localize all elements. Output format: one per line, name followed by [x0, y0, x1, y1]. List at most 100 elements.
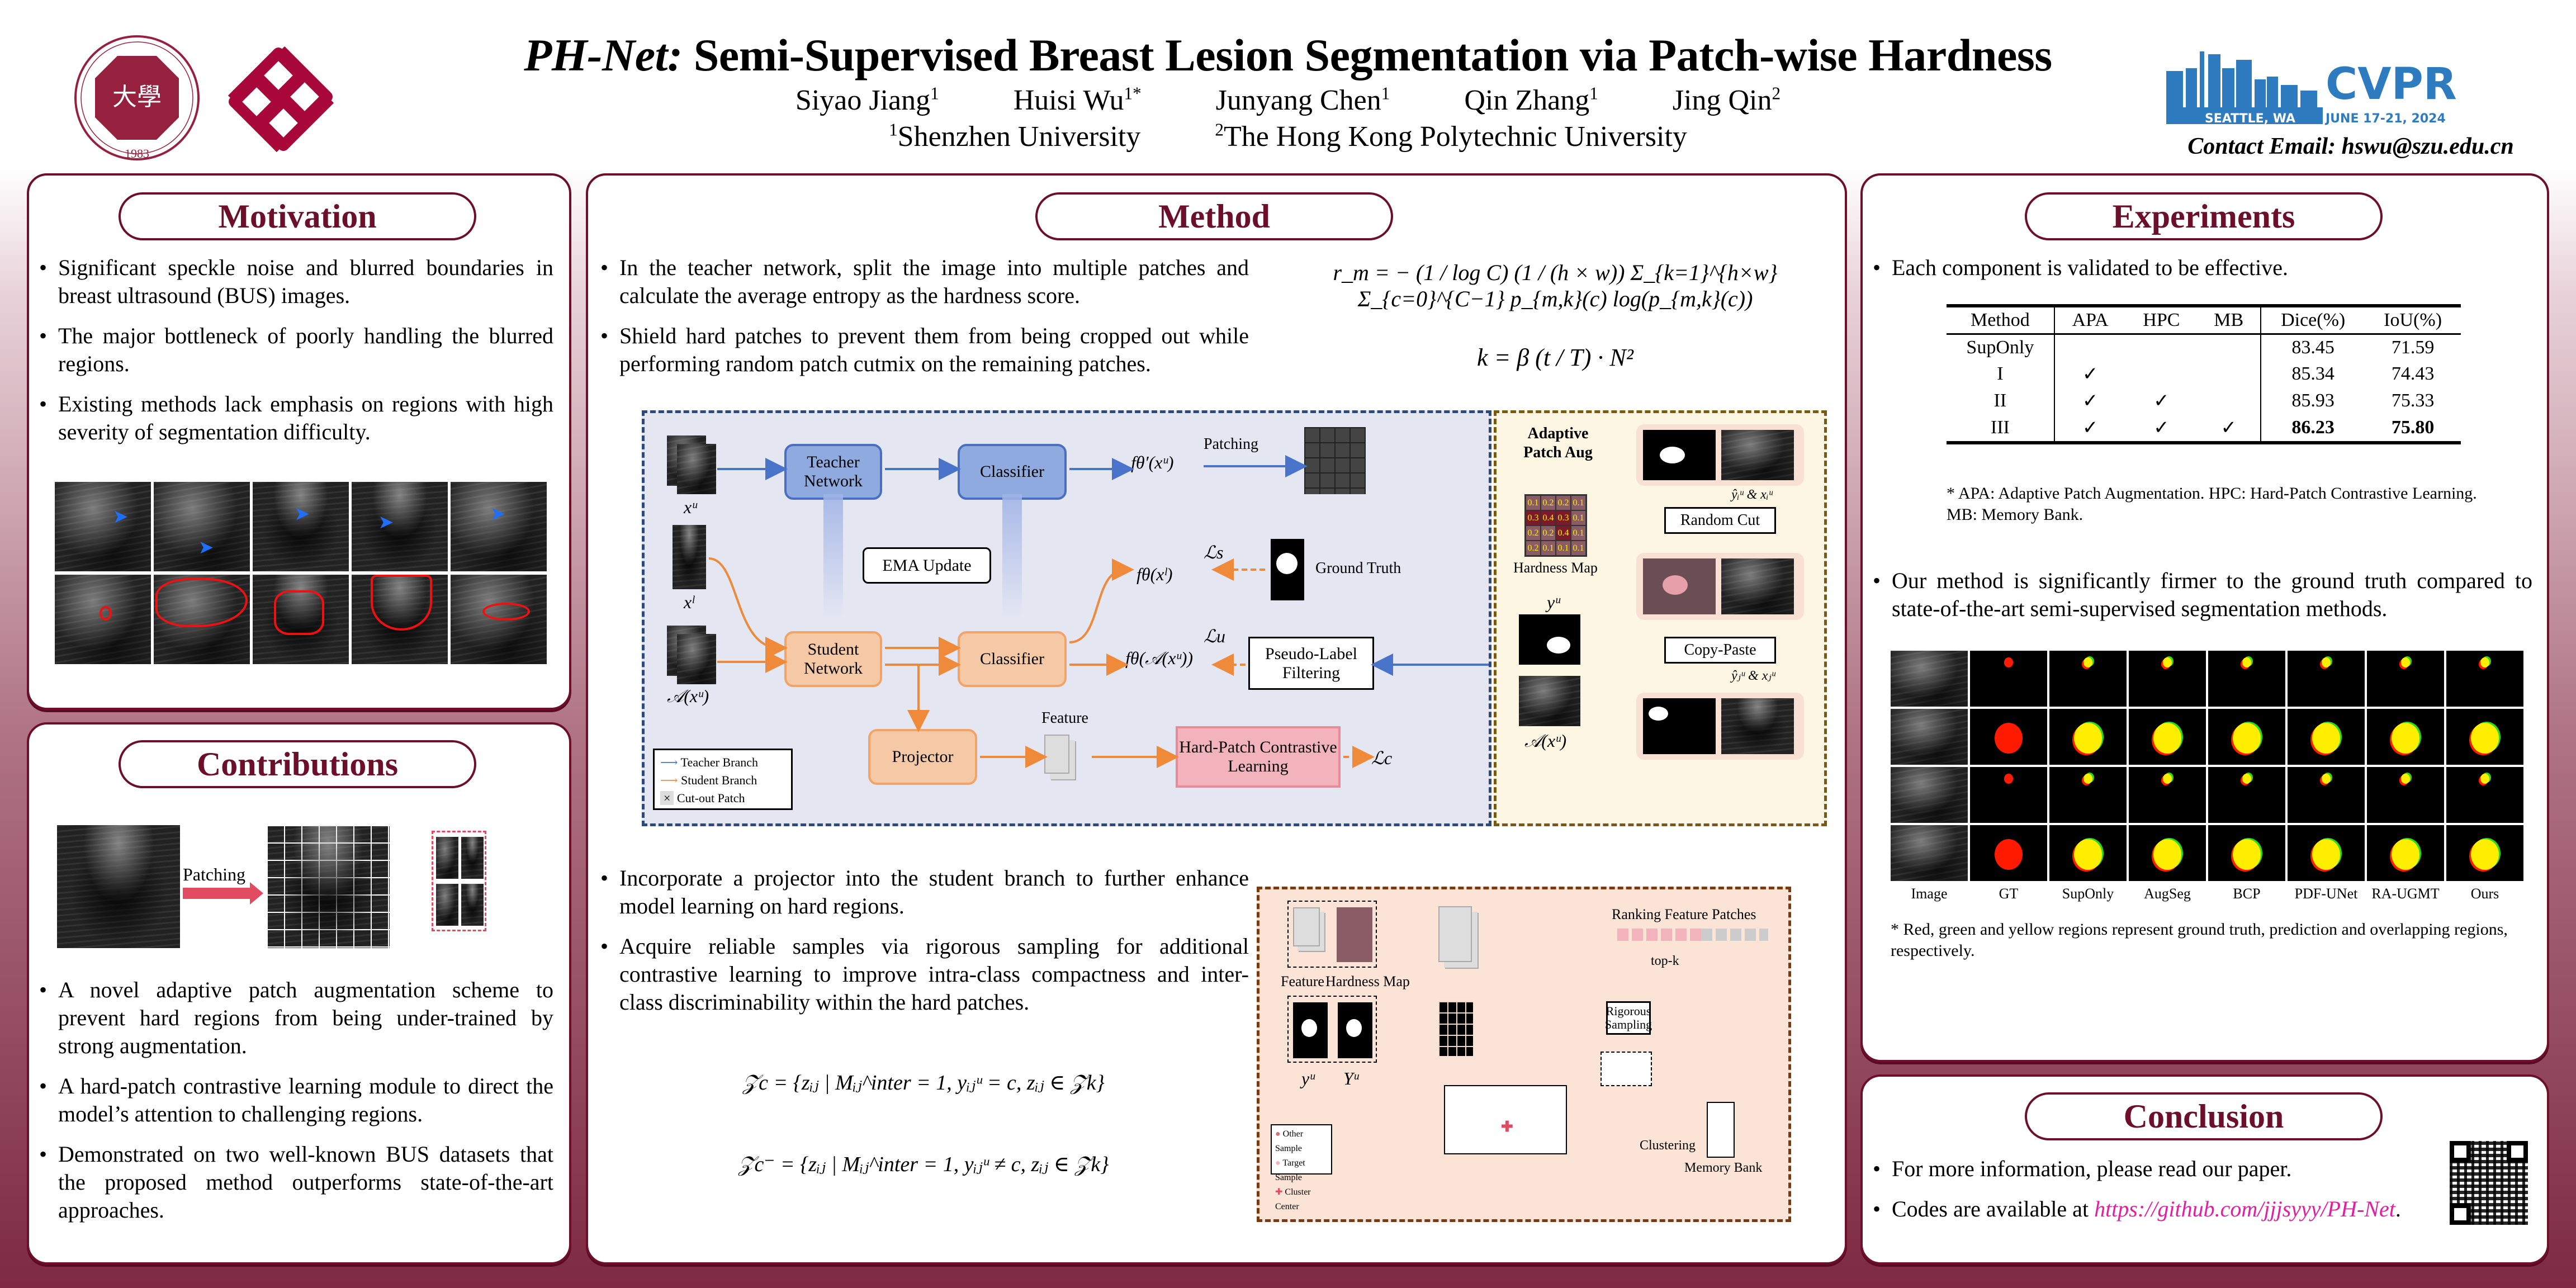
bullet: Significant speckle noise and blurred bo… [39, 254, 553, 310]
segmentation-result [2049, 825, 2127, 881]
lesion-mask [2153, 723, 2181, 754]
svg-text:大學: 大學 [112, 83, 162, 111]
motivation-panel: Motivation Significant speckle noise and… [27, 173, 571, 710]
feature-hardness-group [1287, 901, 1377, 968]
legend-student: ⟶ Student Branch [660, 773, 757, 787]
column-label: BCP [2233, 886, 2261, 902]
svg-text:SEATTLE, WA: SEATTLE, WA [2205, 112, 2295, 126]
segmentation-result [1970, 651, 2047, 707]
top-patches [1617, 929, 1701, 941]
svg-text:CVPR: CVPR [2326, 59, 2457, 110]
contact-email[interactable]: Contact Email: hswu@szu.edu.cn [2187, 134, 2514, 159]
loss-u-label: ℒu [1204, 626, 1226, 646]
ultrasound-image [55, 482, 151, 571]
bullet: Demonstrated on two well-known BUS datas… [39, 1140, 553, 1224]
author: Jing Qin2 [1672, 83, 1781, 116]
hpcl-diagram: Feature Hardness Map Ranking Feature Pat… [1257, 887, 1791, 1222]
author: Junyang Chen1 [1215, 83, 1390, 116]
ultrasound-image [154, 482, 250, 571]
experiments-bullet-2: Our method is significantly firmer to th… [1873, 567, 2532, 635]
cluster-center-icon: ✚ [1501, 1119, 1513, 1135]
col-header: Dice(%) [2281, 310, 2346, 330]
lesion-mask [2233, 839, 2261, 870]
segmentation-result [2288, 651, 2365, 707]
ranking-label: Ranking Feature Patches [1612, 906, 1756, 922]
legend-cluster-center: ✚ Cluster Center [1275, 1187, 1311, 1211]
blue-arrow-icon: ➤ [199, 538, 214, 557]
experiments-bullet-1: Each component is validated to be effect… [1873, 254, 2532, 294]
author: Siyao Jiang1 [795, 83, 939, 116]
student-classifier-box: Classifier [958, 631, 1067, 687]
cvpr-logo: SEATTLE, WA CVPR JUNE 17-21, 2024 [2166, 51, 2457, 126]
qr-finder [2507, 1141, 2528, 1162]
legend-other-sample: ● Other Sample [1275, 1129, 1304, 1153]
apa-title: Adaptive Patch Aug [1523, 425, 1593, 461]
ultrasound-image [1891, 825, 1968, 881]
clustering-label: Clustering [1640, 1138, 1696, 1153]
ultrasound-image [253, 575, 349, 664]
col-header: MB [2197, 306, 2262, 334]
yi-xi-label: ŷᵢᵘ & xᵢᵘ [1731, 487, 1773, 502]
lesion-contour [482, 603, 530, 621]
patched-ultrasound-image [267, 825, 390, 948]
svg-text:1983: 1983 [125, 146, 149, 160]
github-link[interactable]: https://github.com/jjjsyyy/PH-Net [2094, 1196, 2395, 1221]
ultrasound-image [253, 482, 349, 571]
ground-truth-mask [1271, 539, 1304, 600]
segmentation-result [2208, 651, 2285, 707]
ultrasound-image [1891, 767, 1968, 823]
hardness-cell: 0.1 [1571, 541, 1586, 556]
teacher-output-label: fθ′(xᵘ) [1131, 452, 1174, 472]
ultrasound-image [57, 825, 180, 948]
affiliation: 1Shenzhen University [889, 120, 1141, 153]
lesion-mask [2471, 723, 2499, 754]
bullet: Existing methods lack emphasis on region… [39, 390, 553, 446]
qr-finder [2450, 1141, 2471, 1162]
segmentation-result [1970, 767, 2047, 823]
column-label: PDF-UNet [2294, 886, 2358, 902]
hardness-cell: 0.2 [1556, 495, 1571, 510]
blue-arrow-icon: ➤ [295, 505, 310, 523]
shenzhen-university-logo: 大學 1983 [74, 35, 200, 160]
segmentation-result [2129, 767, 2206, 823]
lesion-mask [2480, 657, 2489, 667]
svg-text:JUNE 17-21, 2024: JUNE 17-21, 2024 [2324, 112, 2446, 126]
lesion-mask [2004, 657, 2013, 667]
hardness-map-label: Hardness Map [1513, 560, 1598, 576]
orange-arrow-icon: ⟶ [660, 773, 678, 787]
segmentation-result [2129, 709, 2206, 765]
segmentation-result [2288, 709, 2365, 765]
poster-title: PH-Net: Semi-Supervised Breast Lesion Se… [524, 30, 2052, 80]
segmentation-result [2129, 825, 2206, 881]
qr-code[interactable] [2450, 1141, 2528, 1225]
segmentation-result [2446, 825, 2523, 881]
memory-bank-label: Memory Bank [1684, 1161, 1763, 1175]
hardness-cell: 0.1 [1571, 510, 1586, 525]
segmentation-result [2049, 651, 2127, 707]
lesion-mask [2083, 657, 2092, 667]
method-panel: Method In the teacher network, split the… [586, 173, 1847, 1265]
lesion-mask [2322, 774, 2331, 784]
ema-arrow-icon [1002, 494, 1022, 617]
table-note: * APA: Adaptive Patch Augmentation. HPC:… [1947, 484, 2477, 524]
bullet: A hard-patch contrastive learning module… [39, 1072, 553, 1128]
aug-label: 𝒜(xᵘ) [1524, 731, 1567, 751]
cut-sample-pair [1636, 553, 1804, 620]
bullet: Codes are available at https://github.co… [1873, 1195, 2443, 1223]
lesion-mask [2312, 723, 2340, 754]
segmentation-result [2129, 651, 2206, 707]
lesion-mask [2163, 774, 2172, 784]
col-header: Method [1947, 306, 2055, 334]
bullet: Acquire reliable samples via rigorous sa… [600, 932, 1249, 1016]
lesion-mask [2242, 657, 2251, 667]
hpcl-legend: ● Other Sample ● Target Sample ✚ Cluster… [1271, 1124, 1332, 1211]
mixed-image [1519, 676, 1580, 726]
segmentation-result [1970, 709, 2047, 765]
hardness-cell: 0.3 [1556, 510, 1571, 525]
xl-label: xˡ [684, 592, 694, 612]
section-title: Motivation [119, 192, 476, 240]
yj-xj-label: ŷⱼᵘ & xⱼᵘ [1731, 669, 1775, 683]
